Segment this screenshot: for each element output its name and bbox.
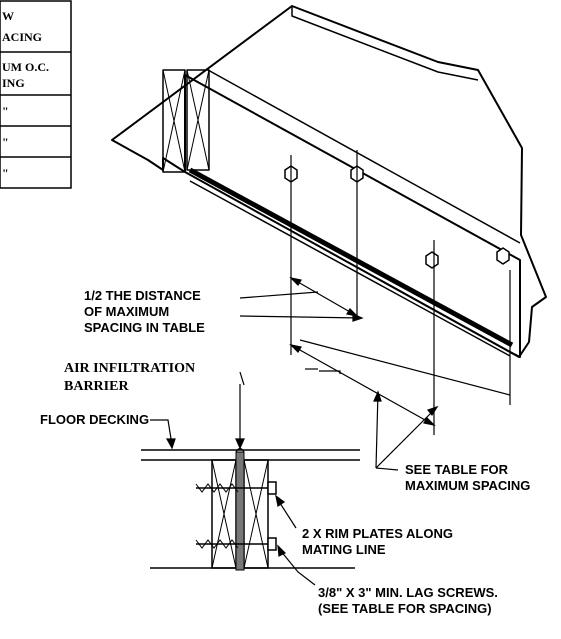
label-see-table: SEE TABLE FOR [405, 462, 509, 477]
label-half-distance: 1/2 THE DISTANCE [84, 288, 201, 303]
arrow-icon [235, 438, 245, 450]
section-leaders [150, 370, 341, 586]
beam-end-face [162, 69, 186, 173]
lag-screw-thread [195, 483, 239, 493]
dimension-lines [289, 277, 511, 426]
table-cell: UM O.C. [2, 60, 49, 74]
lag-screw-head-icon [267, 537, 277, 551]
leader-line [279, 549, 316, 586]
beam-end-face-2 [186, 69, 210, 171]
label-lag-screws: (SEE TABLE FOR SPACING) [318, 601, 492, 616]
label-rim-plates: MATING LINE [302, 542, 386, 557]
lag-screw-head-icon [267, 481, 277, 495]
lag-screw-heads [284, 165, 510, 269]
leader-line [150, 419, 173, 446]
spacing-table [0, 0, 72, 189]
rim-beam-top-edge [184, 74, 521, 358]
table-cell: ING [2, 76, 25, 90]
extension-lines [290, 150, 511, 435]
rim-bottom-edge [189, 180, 511, 357]
lag-screw-head-icon [425, 251, 439, 269]
leader-line [375, 391, 379, 469]
table-cell: W [2, 9, 14, 23]
max-spacing-dimension [299, 339, 511, 396]
label-floor-decking: FLOOR DECKING [40, 412, 149, 427]
plate-cross [211, 459, 237, 569]
label-air-barrier: BARRIER [64, 379, 129, 394]
leader-line [375, 467, 399, 471]
floor-deck-outline [111, 5, 547, 358]
arrow-icon [426, 405, 439, 417]
air-barrier-strip [235, 451, 245, 571]
label-lag-screws: 3/8" X 3" MIN. LAG SCREWS. [318, 585, 498, 600]
plate-cross [243, 459, 269, 569]
mating-line [188, 167, 514, 348]
leader-line [239, 291, 319, 299]
lag-screw-upper [195, 481, 277, 495]
leader-lines [239, 291, 439, 471]
deck-thickness-line [291, 6, 479, 81]
end-face-cross [186, 69, 210, 171]
half-spacing-dimension [290, 277, 358, 317]
leader-line [375, 406, 438, 469]
arrow-icon [277, 544, 287, 557]
leader-line [239, 371, 245, 386]
section-detail [141, 447, 360, 571]
leader-line [319, 370, 341, 374]
arrow-icon [373, 390, 382, 402]
label-see-table: MAXIMUM SPACING [405, 478, 530, 493]
end-face-cross [162, 69, 186, 173]
max-spacing-dimension [290, 344, 435, 426]
lag-screw-lower [195, 537, 277, 551]
arrow-icon [423, 417, 436, 426]
labels: 1/2 THE DISTANCE OF MAXIMUM SPACING IN T… [40, 288, 530, 616]
table-cell: " [2, 166, 9, 180]
table-cell: ACING [2, 30, 42, 44]
arrow-icon [289, 277, 302, 286]
rim-beam-back-edge [207, 69, 521, 244]
arrow-icon [289, 344, 302, 353]
lag-screw-head-icon [496, 247, 510, 265]
label-half-distance: SPACING IN TABLE [84, 320, 205, 335]
label-half-distance: OF MAXIMUM [84, 304, 169, 319]
arrow-icon [352, 313, 364, 322]
leader-line [239, 315, 363, 319]
arrow-icon [275, 494, 286, 507]
lag-screw-thread [195, 539, 239, 549]
floor-structure [111, 5, 547, 358]
arrow-icon [165, 438, 176, 450]
table-cell: " [2, 104, 9, 118]
table-cell: " [2, 135, 9, 149]
label-air-barrier: AIR INFILTRATION [64, 361, 195, 376]
label-rim-plates: 2 X RIM PLATES ALONG [302, 526, 453, 541]
